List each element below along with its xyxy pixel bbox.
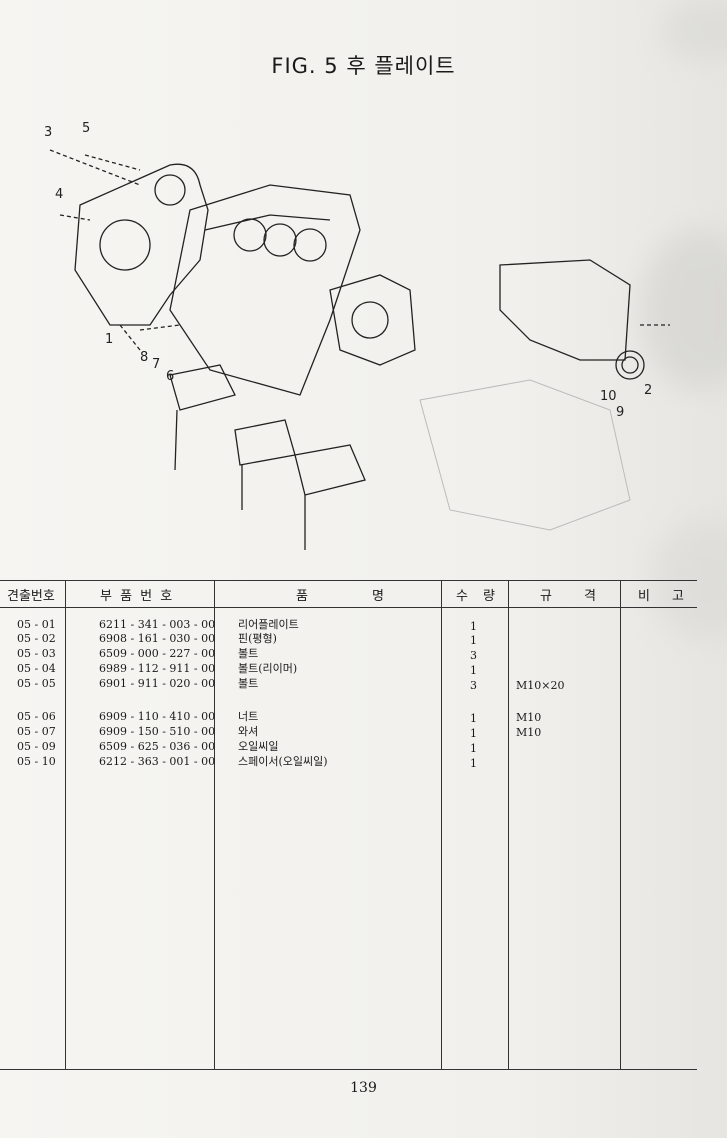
column-divider: [441, 580, 442, 1070]
column-divider: [214, 580, 215, 1070]
gear-case-drawing: [329, 274, 416, 366]
row-qty: 1: [470, 620, 477, 633]
row-part-no: 6212 - 363 - 001 - 00: [99, 755, 216, 768]
scan-stain: [640, 230, 727, 390]
col-header-qty: 량: [483, 589, 495, 604]
row-name: 볼트: [238, 677, 259, 690]
col-header-remarks: 고: [672, 589, 684, 604]
row-name: 볼트(리이머): [238, 662, 298, 675]
row-part-no: 6211 - 341 - 003 - 00: [99, 618, 216, 631]
column-divider: [65, 580, 66, 1070]
exploded-parts-diagram: 3 5 4 1 8 7 6 10 9 2: [44, 121, 670, 550]
row-index: 05 - 02: [17, 632, 56, 645]
row-index: 05 - 09: [17, 740, 56, 753]
row-qty: 1: [470, 634, 477, 647]
col-header-spec: 격: [584, 589, 596, 604]
row-part-no: 6901 - 911 - 020 - 00: [99, 677, 216, 690]
row-qty: 1: [470, 757, 477, 770]
row-index: 05 - 03: [17, 647, 56, 660]
row-name: 핀(평형): [238, 632, 277, 645]
callout-number: 9: [616, 405, 624, 420]
col-header-remarks: 비: [638, 589, 650, 604]
row-qty: 3: [470, 649, 477, 662]
col-header-index: 견출번호: [7, 589, 55, 604]
col-header-name: 명: [372, 589, 384, 604]
callout-number: 1: [105, 332, 113, 347]
col-header-spec: 규: [540, 589, 552, 604]
callout-number: 6: [166, 369, 174, 384]
row-part-no: 6989 - 112 - 911 - 00: [99, 662, 216, 675]
table-bottom-rule: [0, 1069, 697, 1070]
callout-number: 4: [55, 187, 63, 202]
row-qty: 1: [470, 664, 477, 677]
callout-number: 2: [644, 383, 652, 398]
col-header-part-no: 부 품 번 호: [100, 589, 175, 604]
bearing-cap-drawing: [169, 364, 236, 411]
column-divider: [620, 580, 621, 1070]
bearing-cap-drawing: [234, 419, 296, 466]
bleed-through-ghost: [419, 379, 631, 531]
row-part-no: 6509 - 625 - 036 - 00: [99, 740, 216, 753]
row-name: 와셔: [238, 725, 259, 738]
row-name: 볼트: [238, 647, 259, 660]
scan-stain: [660, 0, 727, 60]
row-part-no: 6909 - 110 - 410 - 00: [99, 710, 216, 723]
row-name: 스페이서(오일씨일): [238, 755, 328, 768]
row-index: 05 - 01: [17, 618, 56, 631]
row-spec: M10: [516, 726, 542, 739]
table-header-rule: [0, 607, 697, 608]
col-header-name: 품: [296, 589, 308, 604]
row-spec: M10×20: [516, 679, 565, 692]
table-top-rule: [0, 580, 697, 581]
row-index: 05 - 04: [17, 662, 56, 675]
parts-table: 견출번호 부 품 번 호 품 명 수 량 규 격 비 고 05 - 01 621…: [0, 580, 697, 1070]
row-name: 리어플레이트: [238, 618, 299, 631]
bearing-cap-drawing: [294, 444, 366, 496]
row-index: 05 - 07: [17, 725, 56, 738]
callout-number: 7: [152, 357, 160, 372]
row-part-no: 6909 - 150 - 510 - 00: [99, 725, 216, 738]
row-name: 너트: [238, 710, 259, 723]
row-qty: 1: [470, 742, 477, 755]
row-qty: 1: [470, 712, 477, 725]
row-spec: M10: [516, 711, 542, 724]
callout-number: 3: [44, 125, 52, 140]
engine-block-drawing: [169, 184, 361, 396]
row-part-no: 6908 - 161 - 030 - 00: [99, 632, 216, 645]
page-title: FIG. 5 후 플레이트: [271, 54, 456, 78]
row-index: 05 - 05: [17, 677, 56, 690]
assembled-engine-drawing: [499, 259, 631, 361]
page-number: 139: [350, 1080, 377, 1096]
row-index: 05 - 10: [17, 755, 56, 768]
row-qty: 1: [470, 727, 477, 740]
row-part-no: 6509 - 000 - 227 - 00: [99, 647, 216, 660]
row-qty: 3: [470, 679, 477, 692]
row-name: 오일씨일: [238, 740, 279, 753]
callout-number: 10: [600, 389, 617, 404]
column-divider: [508, 580, 509, 1070]
callout-number: 8: [140, 350, 148, 365]
rear-plate-drawing: [74, 163, 209, 326]
callout-number: 5: [82, 121, 90, 136]
col-header-qty: 수: [456, 589, 468, 604]
row-index: 05 - 06: [17, 710, 56, 723]
